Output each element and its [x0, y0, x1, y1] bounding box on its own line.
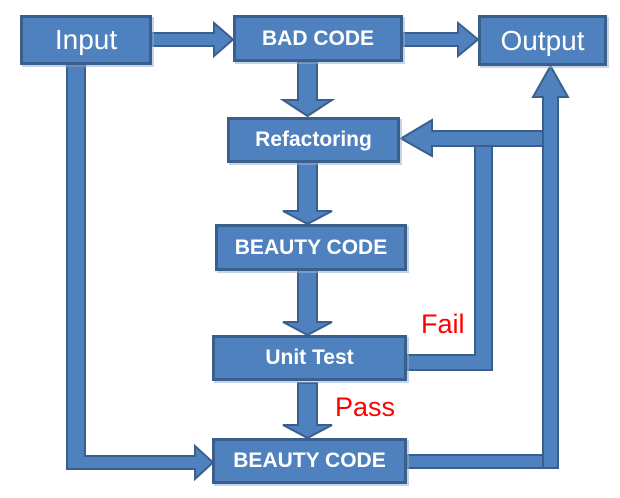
arrow-fail-to-refactoring [399, 118, 553, 158]
node-unit-test: Unit Test [212, 335, 407, 381]
arrow-unit-test-to-beauty-code [282, 382, 333, 440]
arrow-refactoring-to-beauty-code [282, 161, 333, 226]
node-beauty-code-2: BEAUTY CODE [212, 438, 407, 484]
arrow-up-to-output [531, 63, 570, 469]
arrow-bad-code-to-refactoring [279, 61, 336, 118]
edge-label-pass: Pass [335, 392, 396, 422]
arrow-bad-code-to-output [402, 20, 480, 59]
node-beauty-code-1: BEAUTY CODE [215, 224, 407, 271]
connector-beauty-code-to-output [406, 454, 559, 469]
connector-input-to-beauty-code [66, 65, 215, 482]
node-refactoring: Refactoring [227, 117, 400, 163]
node-output: Output [478, 15, 607, 66]
node-bad-code: BAD CODE [233, 15, 403, 62]
node-input: Input [20, 15, 152, 65]
arrow-beauty-code-to-unit-test [282, 269, 333, 337]
edge-label-fail: Fail [421, 309, 465, 339]
arrow-input-to-bad-code [151, 20, 235, 59]
